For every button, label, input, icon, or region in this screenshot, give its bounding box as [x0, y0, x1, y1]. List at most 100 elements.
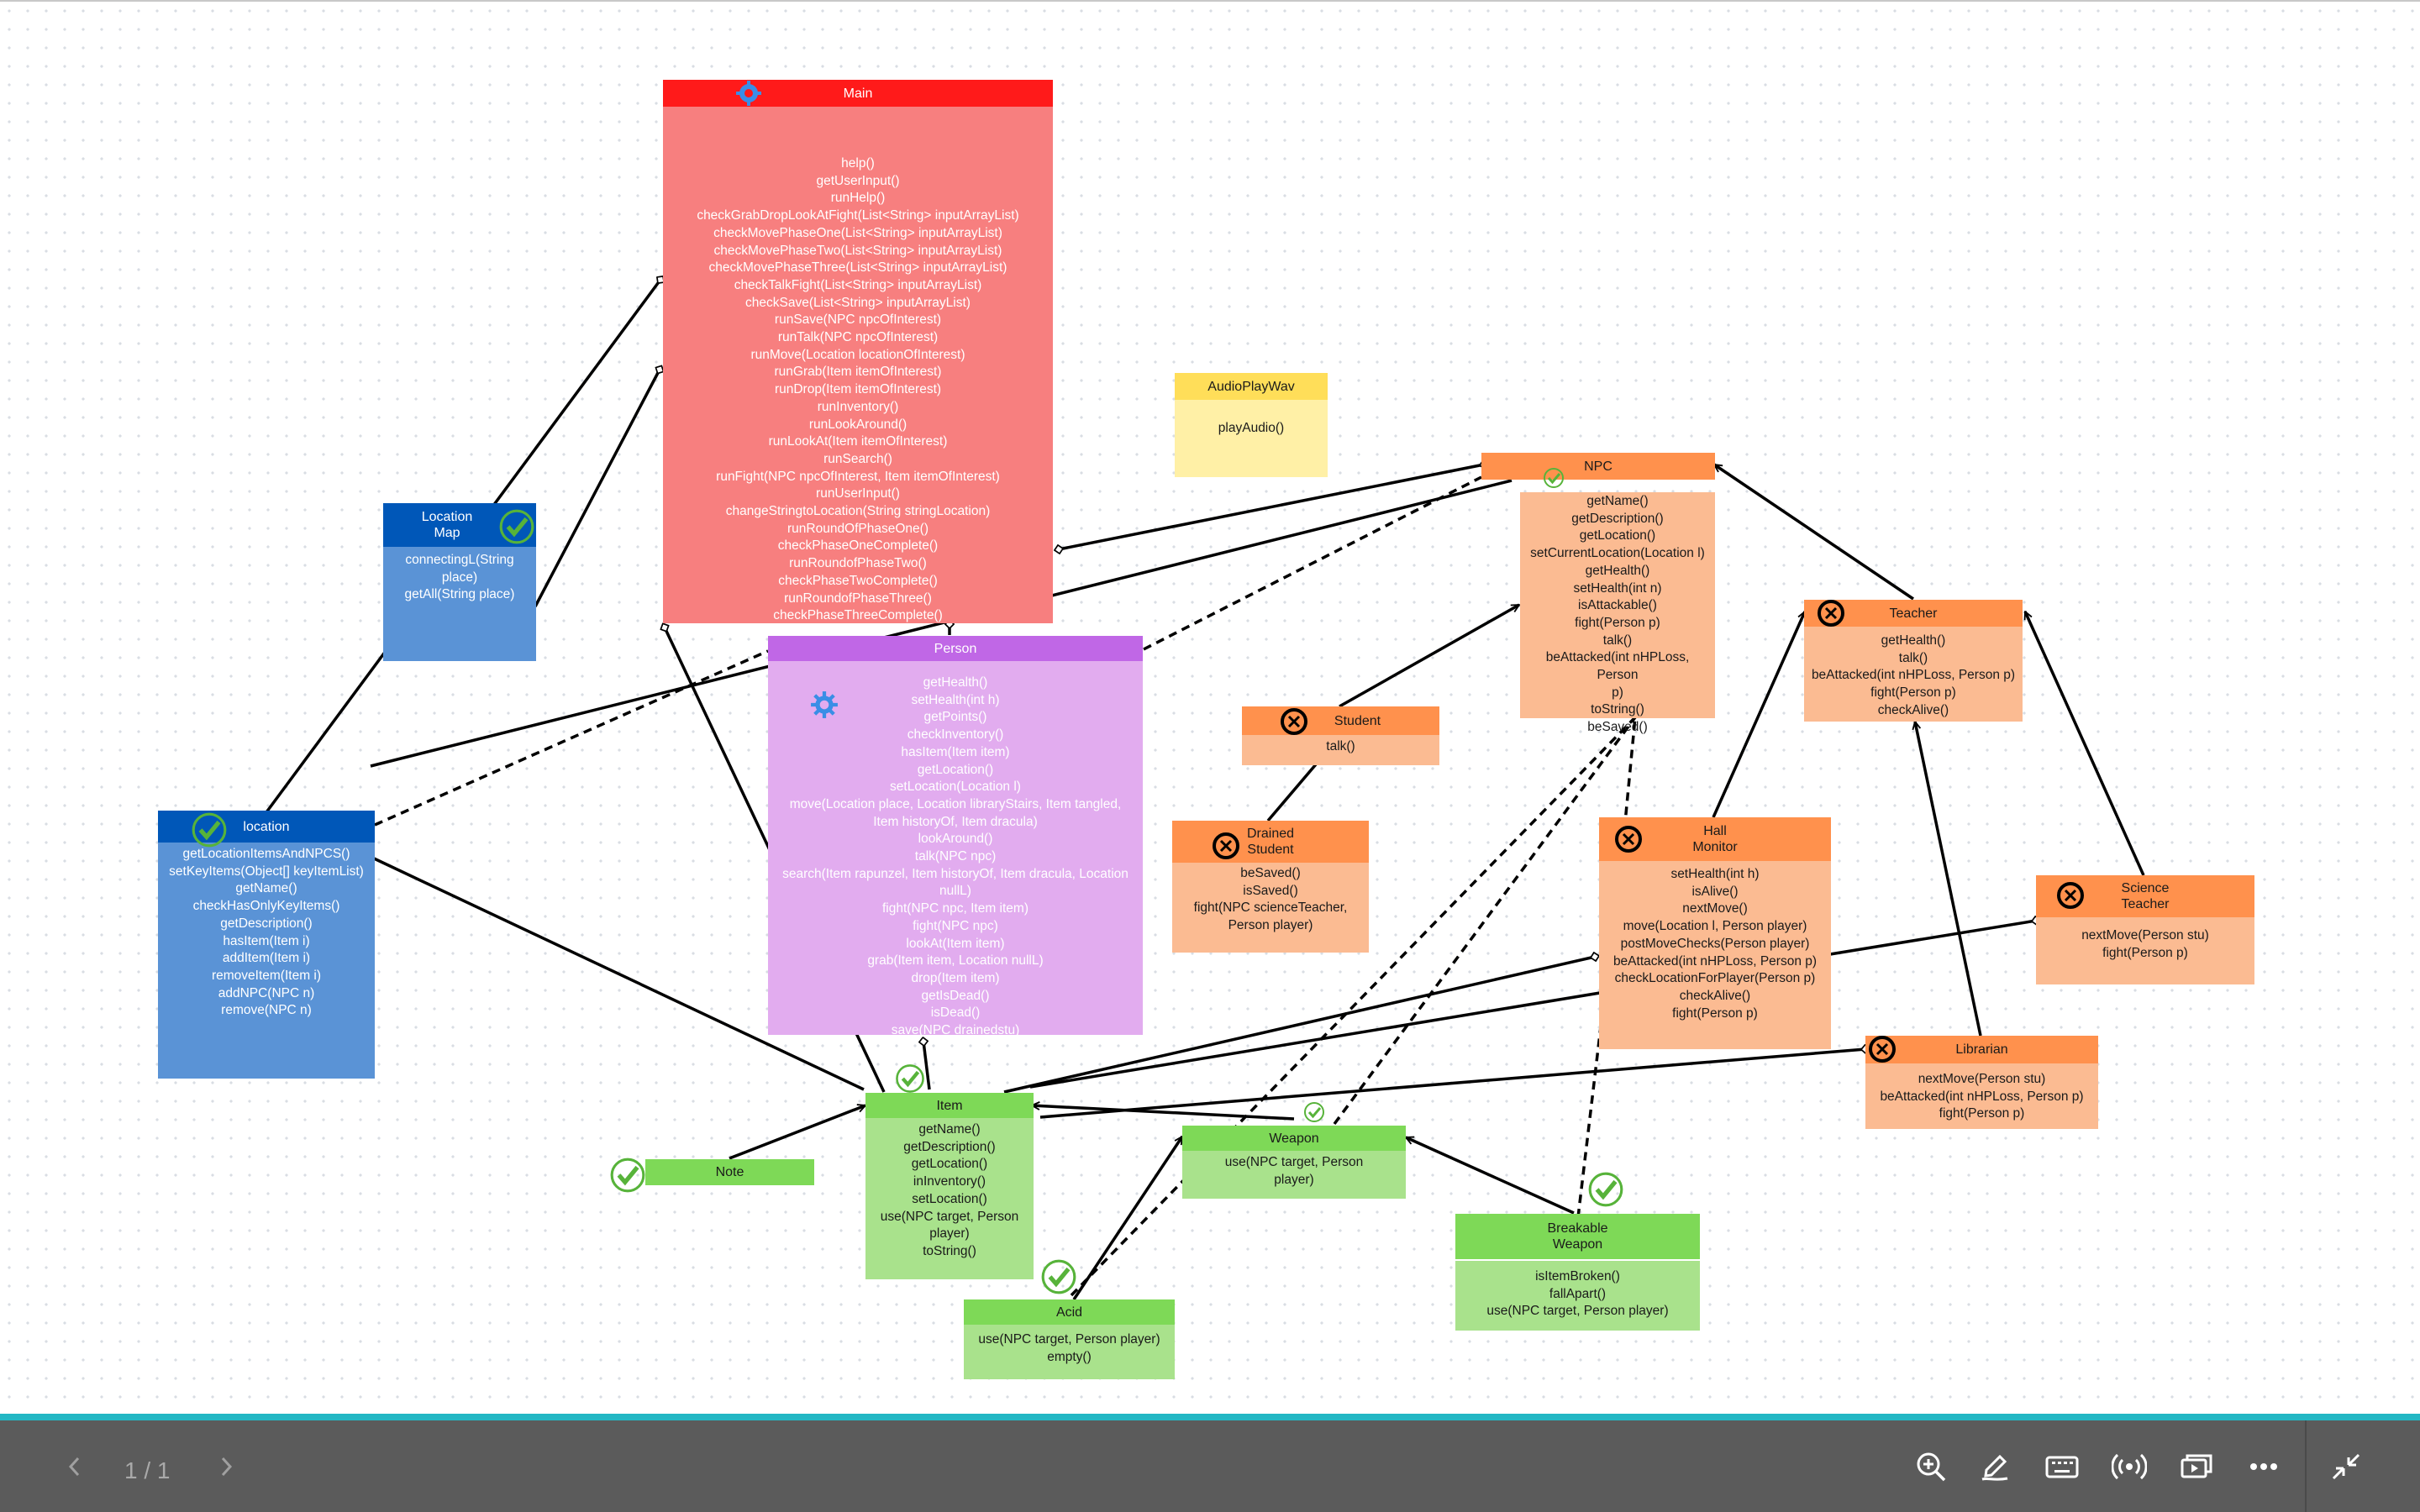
connector-science-teacher	[2023, 612, 2145, 876]
method-text: runLookAround()	[808, 417, 908, 432]
method-text: move(Location place, Location librarySta…	[789, 796, 1122, 811]
broadcast-icon	[2112, 1453, 2147, 1479]
check-icon	[190, 811, 229, 853]
method-text: runGrab(Item itemOfInterest)	[774, 365, 942, 380]
class-teacher[interactable]: Teacher getHealth()talk()beAttacked(int …	[1804, 600, 2023, 722]
class-item[interactable]: Item getName()getDescription()getLocatio…	[865, 1064, 1034, 1279]
class-main[interactable]: Main help()getUserInput()runHelp()checkG…	[663, 80, 1053, 623]
more-options-button[interactable]	[2240, 1420, 2287, 1512]
method-text: isSaved()	[1243, 883, 1298, 898]
method-text: getName()	[918, 1122, 981, 1137]
method-text: runRoundOfPhaseOne()	[786, 521, 929, 536]
class-weapon[interactable]: Weapon use(NPC target, Person player)	[1182, 1102, 1406, 1199]
class-person-body: getHealth()setHealth(int h)getPoints()ch…	[768, 661, 1143, 1037]
class-teacher-body: getHealth() talk() beAttacked(int nHPLoss,…	[1804, 627, 2023, 722]
method-text: toString()	[923, 1243, 976, 1258]
class-person[interactable]: Person getHealth()setHealth(int h)getPoi…	[768, 636, 1143, 1037]
draw-button[interactable]	[1971, 1420, 2018, 1512]
class-hall-body: setHealth(int h)isAlive()nextMove()move(…	[1599, 861, 1831, 1049]
method-text: player)	[1274, 1172, 1314, 1187]
class-hall-monitor[interactable]: Hall Monitor setHealth(int h)isAlive()ne…	[1599, 817, 1831, 1049]
method-text: runSave(NPC npcOfInterest)	[774, 312, 942, 328]
class-drained-student[interactable]: Drained Student beSaved()isSaved()fight(…	[1172, 821, 1369, 953]
method-text: beAttacked(int nHPLoss, Person p)	[1811, 668, 2016, 683]
class-librarian[interactable]: Librarian nextMove(Person stu)beAttacked…	[1865, 1036, 2098, 1129]
method-text: use(NPC target, Person player)	[1486, 1304, 1669, 1319]
broadcast-button[interactable]	[2106, 1420, 2153, 1512]
method-text: runDrop(Item itemOfInterest)	[774, 382, 942, 397]
method-text: fight(Person p)	[1672, 1005, 1758, 1021]
class-breakable-weapon[interactable]: Breakable Weapon isItemBroken()fallApart…	[1455, 1172, 1700, 1331]
method-text: runMove(Location locationOfInterest)	[750, 347, 965, 362]
connector-science-hall	[1829, 921, 2036, 956]
method-text: getLocation()	[1579, 528, 1656, 543]
method-text: checkInventory()	[907, 727, 1004, 743]
method-text: talk(NPC npc)	[914, 849, 997, 864]
method-text: setKeyItems(Object[] keyItemList)	[169, 864, 364, 879]
class-npc[interactable]: NPC getName() getDescription() getLocation…	[1481, 453, 1715, 734]
method-text: drop(Item item)	[911, 970, 1000, 985]
method-text: addItem(Item i)	[222, 951, 311, 966]
method-text: fallApart()	[1549, 1286, 1607, 1301]
whiteboard-canvas[interactable]: Main help()getUserInput()runHelp()checkG…	[0, 0, 2420, 1414]
method-text: grab(Item item, Location nullL)	[867, 953, 1044, 969]
method-text: use(NPC target, Person player)	[978, 1332, 1160, 1347]
class-librarian-body: nextMove(Person stu)beAttacked(int nHPLo…	[1865, 1063, 2098, 1129]
dashed-weapon-npc	[1333, 716, 1637, 1126]
method-text: getName()	[1586, 494, 1649, 508]
class-npc-body: getName()getDescription()getLocation()se…	[1520, 492, 1715, 734]
method-text: fight(NPC npc)	[913, 918, 998, 933]
keyboard-button[interactable]	[2039, 1420, 2086, 1512]
method-text: save(NPC drainedstu)	[891, 1023, 1020, 1038]
class-main-body: help()getUserInput()runHelp()checkGrabDr…	[663, 107, 1053, 623]
zoom-in-button[interactable]	[1907, 1420, 1954, 1512]
class-science-teacher[interactable]: Science Teacher nextMove(Person stu)figh…	[2036, 875, 2254, 984]
method-text: getDescription()	[1571, 511, 1664, 526]
method-text: checkMovePhaseOne(List<String> inputArra…	[713, 225, 1002, 240]
method-text: move(Location l, Person player)	[1623, 919, 1807, 934]
connector-main-npc	[1059, 465, 1484, 549]
class-science-body: nextMove(Person stu)fight(Person p)	[2036, 917, 2254, 984]
method-text: isAttackable()	[1578, 598, 1657, 613]
class-location[interactable]: location getLocationItemsAndNPCS()setKey…	[158, 811, 375, 1079]
class-audio-play-wav[interactable]: AudioPlayWav playAudio()	[1175, 373, 1328, 477]
present-button[interactable]	[2173, 1420, 2220, 1512]
class-acid[interactable]: Acid use(NPC target, Person player)empty…	[964, 1259, 1175, 1379]
method-text: runSearch()	[823, 451, 892, 466]
gear-icon	[810, 690, 839, 719]
presentation-toolbar: 1 / 1	[0, 1414, 2420, 1512]
more-icon	[2250, 1462, 2277, 1470]
connector-librarian-teacher	[1915, 722, 1982, 1037]
draw-icon	[1981, 1454, 2008, 1481]
class-main-title: Main	[843, 86, 873, 101]
method-text: use(NPC target, Person	[1224, 1155, 1364, 1169]
check-icon	[894, 1063, 926, 1099]
class-student[interactable]: Student talk()	[1242, 706, 1439, 765]
exit-fullscreen-button[interactable]	[2323, 1420, 2370, 1512]
method-text: checkAlive()	[1679, 988, 1751, 1003]
check-small-icon	[1542, 466, 1565, 494]
method-text: isDead()	[930, 1005, 981, 1021]
class-acid-title: Acid	[1055, 1305, 1083, 1320]
method-text: nextMove(Person stu)	[1918, 1072, 2046, 1086]
connector-layer	[265, 2, 2145, 1300]
method-text: hasItem(Item i)	[223, 933, 310, 948]
class-note[interactable]: Note	[610, 1158, 814, 1193]
class-weapon-header: Weapon	[1182, 1126, 1406, 1151]
class-npc-header: NPC	[1481, 453, 1715, 480]
method-text: lookAt(Item item)	[906, 936, 1005, 951]
method-text: runUserInput()	[816, 486, 900, 501]
method-text: getName()	[235, 881, 297, 896]
class-location-map-title: Location Map	[421, 510, 473, 540]
class-hall-header: Hall Monitor	[1599, 817, 1831, 861]
gear-icon	[735, 80, 762, 107]
previous-page-button[interactable]	[55, 1420, 94, 1512]
method-text: postMoveChecks(Person player)	[1620, 936, 1810, 951]
method-text: getHealth()	[1881, 633, 1946, 648]
next-page-button[interactable]	[207, 1420, 245, 1512]
class-person-title: Person	[934, 641, 977, 656]
method-text: talk()	[1898, 650, 1928, 665]
class-breakable-body: isItemBroken()fallApart()use(NPC target,…	[1455, 1261, 1700, 1331]
